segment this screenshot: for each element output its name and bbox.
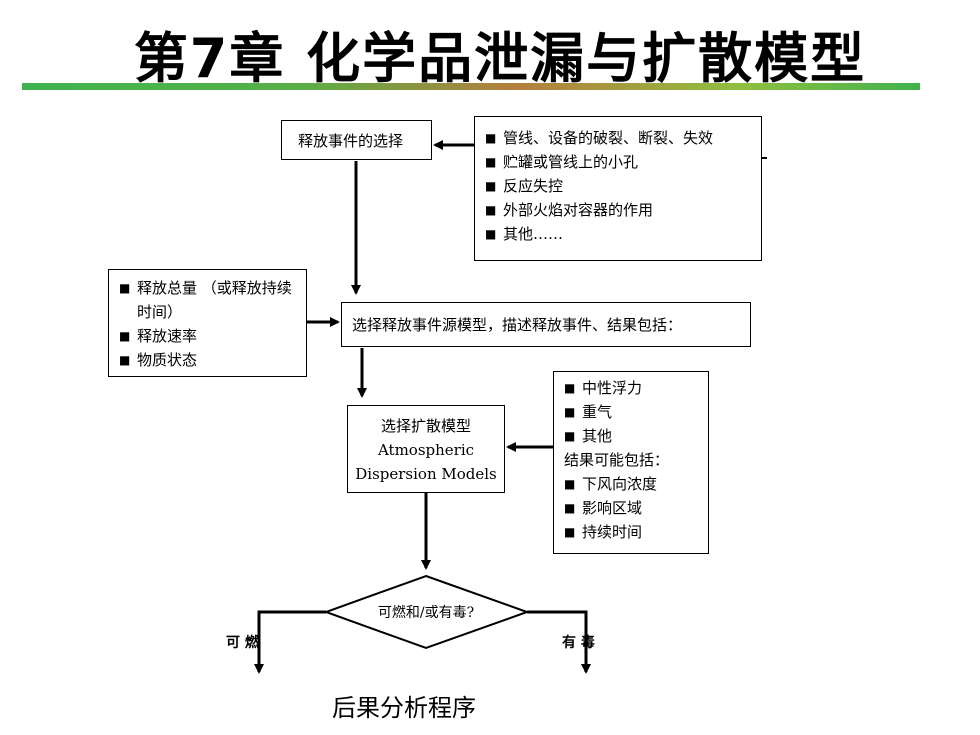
release-select-box: 释放事件的选择 xyxy=(281,120,432,160)
page-title: 第7章 化学品泄漏与扩散模型 xyxy=(133,27,867,90)
dispersion-subtitle-2: Dispersion Models xyxy=(355,465,497,483)
dispersion-input-item: 中性浮力 xyxy=(554,376,708,400)
dispersion-result-item: 持续时间 xyxy=(554,520,708,544)
source-input-item: 物质状态 xyxy=(109,348,306,372)
toxic-label: 有 毒 xyxy=(562,635,595,651)
flammable-label: 可 燃 xyxy=(226,635,259,651)
dispersion-result-item: 下风向浓度 xyxy=(554,472,708,496)
decision-label: 可燃和/或有毒? xyxy=(378,604,474,621)
arrow-left-branch xyxy=(254,610,326,674)
dispersion-subtitle-1: Atmospheric xyxy=(377,441,475,459)
dispersion-inputs-box: 中性浮力 重气 其他 结果可能包括： 下风向浓度 影响区域 持续时间 xyxy=(553,371,709,554)
footer-caption: 后果分析程序 xyxy=(332,694,476,722)
release-event-item: 贮罐或管线上的小孔 xyxy=(475,150,761,174)
source-input-item: 释放总量 （或释放持续时间） xyxy=(109,276,306,324)
source-model-label: 选择释放事件源模型，描述释放事件、结果包括： xyxy=(352,316,683,334)
tick-mark xyxy=(762,157,767,159)
release-select-label: 释放事件的选择 xyxy=(298,132,404,150)
release-event-item: 其他…… xyxy=(475,222,761,246)
decision-diamond xyxy=(323,574,530,650)
dispersion-title: 选择扩散模型 xyxy=(380,417,471,435)
arrow-right-branch xyxy=(527,610,591,674)
dispersion-result-item: 影响区域 xyxy=(554,496,708,520)
source-model-box: 选择释放事件源模型，描述释放事件、结果包括： xyxy=(341,302,751,347)
release-event-item: 管线、设备的破裂、断裂、失效 xyxy=(475,126,761,150)
title-underline xyxy=(22,83,920,90)
release-event-item: 反应失控 xyxy=(475,174,761,198)
source-input-item: 释放速率 xyxy=(109,324,306,348)
dispersion-model-box: 选择扩散模型 Atmospheric Dispersion Models xyxy=(347,405,505,493)
dispersion-input-item: 其他 xyxy=(554,424,708,448)
release-event-item: 外部火焰对容器的作用 xyxy=(475,198,761,222)
source-inputs-box: 释放总量 （或释放持续时间） 释放速率 物质状态 xyxy=(108,269,307,377)
release-events-box: 管线、设备的破裂、断裂、失效 贮罐或管线上的小孔 反应失控 外部火焰对容器的作用… xyxy=(474,116,762,261)
results-heading: 结果可能包括： xyxy=(564,451,670,469)
dispersion-input-item: 重气 xyxy=(554,400,708,424)
